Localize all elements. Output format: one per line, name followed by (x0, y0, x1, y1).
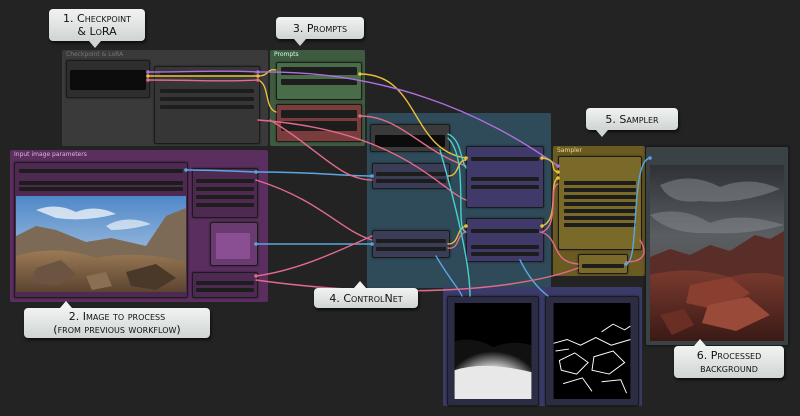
negative-prompt-node[interactable] (276, 104, 362, 142)
sampler-denoise[interactable] (564, 216, 636, 220)
sampler-name[interactable] (564, 202, 636, 206)
save-image-node[interactable] (645, 146, 789, 346)
size-widget-1[interactable] (196, 281, 254, 285)
wire-image-cn (255, 171, 373, 177)
image-scale-node[interactable] (192, 168, 258, 218)
depth-widget-3[interactable] (471, 185, 539, 189)
depth-preprocessor-node[interactable] (466, 146, 544, 208)
callout-2-tail (60, 301, 72, 308)
scale-widget-2[interactable] (196, 187, 254, 191)
lineart-widget-2[interactable] (471, 245, 539, 249)
callout-4-line-1: 4. ControlNet (329, 291, 403, 305)
cn1-widget-1[interactable] (376, 172, 446, 176)
callout-2-line-2: (from previous workflow) (53, 323, 181, 336)
vae-decode-bar (582, 264, 624, 268)
callout-prompts: 3. Prompts (276, 17, 364, 46)
processed-background-image (650, 165, 784, 341)
callout-4-tail (354, 281, 366, 288)
image-size-node[interactable] (192, 272, 258, 298)
lineart-widget-3[interactable] (471, 252, 539, 256)
callout-checkpoint-lora: 1. Checkpoint & LoRA (49, 9, 145, 48)
checkpoint-preview (70, 70, 146, 90)
callout-5-tail (596, 130, 608, 137)
lora-widget-4[interactable] (160, 105, 254, 109)
sampler-extra[interactable] (564, 223, 636, 227)
image-widget-2[interactable] (19, 181, 183, 185)
depth-map-image (454, 303, 532, 399)
scale-widget-4[interactable] (196, 203, 254, 207)
input-image-thumbnail (16, 196, 186, 292)
sampler-steps[interactable] (564, 188, 636, 192)
checkpoint-loader-node[interactable] (66, 60, 150, 98)
callout-6-tail (694, 339, 706, 346)
controlnet-apply-node-1[interactable] (372, 163, 450, 189)
checkpoint-group-title: Checkpoint & LoRA (66, 51, 124, 58)
wire-size-pink (255, 235, 373, 277)
callout-2-line-1: 2. Image to process (68, 310, 166, 323)
size-widget-2[interactable] (196, 288, 254, 292)
input-image-group-title: Input image parameters (14, 151, 87, 158)
positive-prompt-text-2 (281, 79, 357, 85)
controlnet-model-box (375, 135, 445, 147)
callout-3-line-1: 3. Prompts (292, 21, 348, 35)
image-widget-3[interactable] (19, 187, 183, 191)
callout-sampler: 5. Sampler (586, 108, 678, 137)
lineart-widget-1[interactable] (471, 229, 539, 233)
vae-decode-node[interactable] (578, 254, 628, 274)
load-image-node[interactable] (14, 162, 188, 298)
controlnet-loader-node[interactable] (370, 124, 450, 152)
callout-controlnet: 4. ControlNet (314, 281, 418, 308)
callout-6-line-1: 6. Processed (696, 349, 762, 362)
controlnet-apply-node-2[interactable] (372, 230, 450, 258)
callout-image-to-process: 2. Image to process (from previous workf… (24, 301, 210, 338)
lora-loader-node[interactable] (154, 66, 260, 144)
callout-5-line-1: 5. Sampler (605, 112, 659, 126)
image-preview-node[interactable] (210, 222, 258, 266)
negative-prompt-text-2 (281, 121, 357, 131)
callout-1-line-2: & LoRA (77, 25, 117, 38)
cn2-widget-2[interactable] (376, 247, 446, 251)
lora-widget-3[interactable] (160, 97, 254, 101)
callout-1-tail (89, 41, 101, 48)
image-widget-1[interactable] (19, 169, 183, 173)
scale-widget-3[interactable] (196, 195, 254, 199)
wire-pink-cross (255, 179, 373, 241)
callout-6-line-2: background (700, 362, 758, 375)
sampler-group-title: Sampler (557, 147, 582, 154)
sampler-cfg[interactable] (564, 195, 636, 199)
scale-widget-1[interactable] (196, 179, 254, 183)
cn1-widget-2[interactable] (376, 179, 446, 183)
callout-3-tail (294, 39, 306, 46)
depth-widget-2[interactable] (471, 177, 539, 181)
positive-prompt-node[interactable] (276, 62, 362, 100)
depth-widget-1[interactable] (471, 157, 539, 161)
image-preview-box (216, 233, 250, 259)
lineart-preprocessor-node[interactable] (466, 218, 544, 262)
depth-preview-node[interactable] (447, 296, 539, 406)
prompts-group-title: Prompts (274, 51, 299, 58)
positive-prompt-text[interactable] (281, 67, 357, 75)
lineart-preview-node[interactable] (545, 296, 639, 406)
cn2-widget-1[interactable] (376, 239, 446, 243)
lineart-image (553, 303, 631, 399)
negative-prompt-text[interactable] (281, 110, 357, 118)
ksampler-node[interactable] (558, 156, 642, 250)
sampler-scheduler[interactable] (564, 209, 636, 213)
callout-processed-background: 6. Processed background (674, 339, 784, 378)
lora-widget-1[interactable] (160, 71, 254, 75)
lora-widget-2[interactable] (160, 89, 254, 93)
sampler-seed[interactable] (564, 181, 636, 185)
callout-1-line-1: 1. Checkpoint (63, 12, 131, 25)
